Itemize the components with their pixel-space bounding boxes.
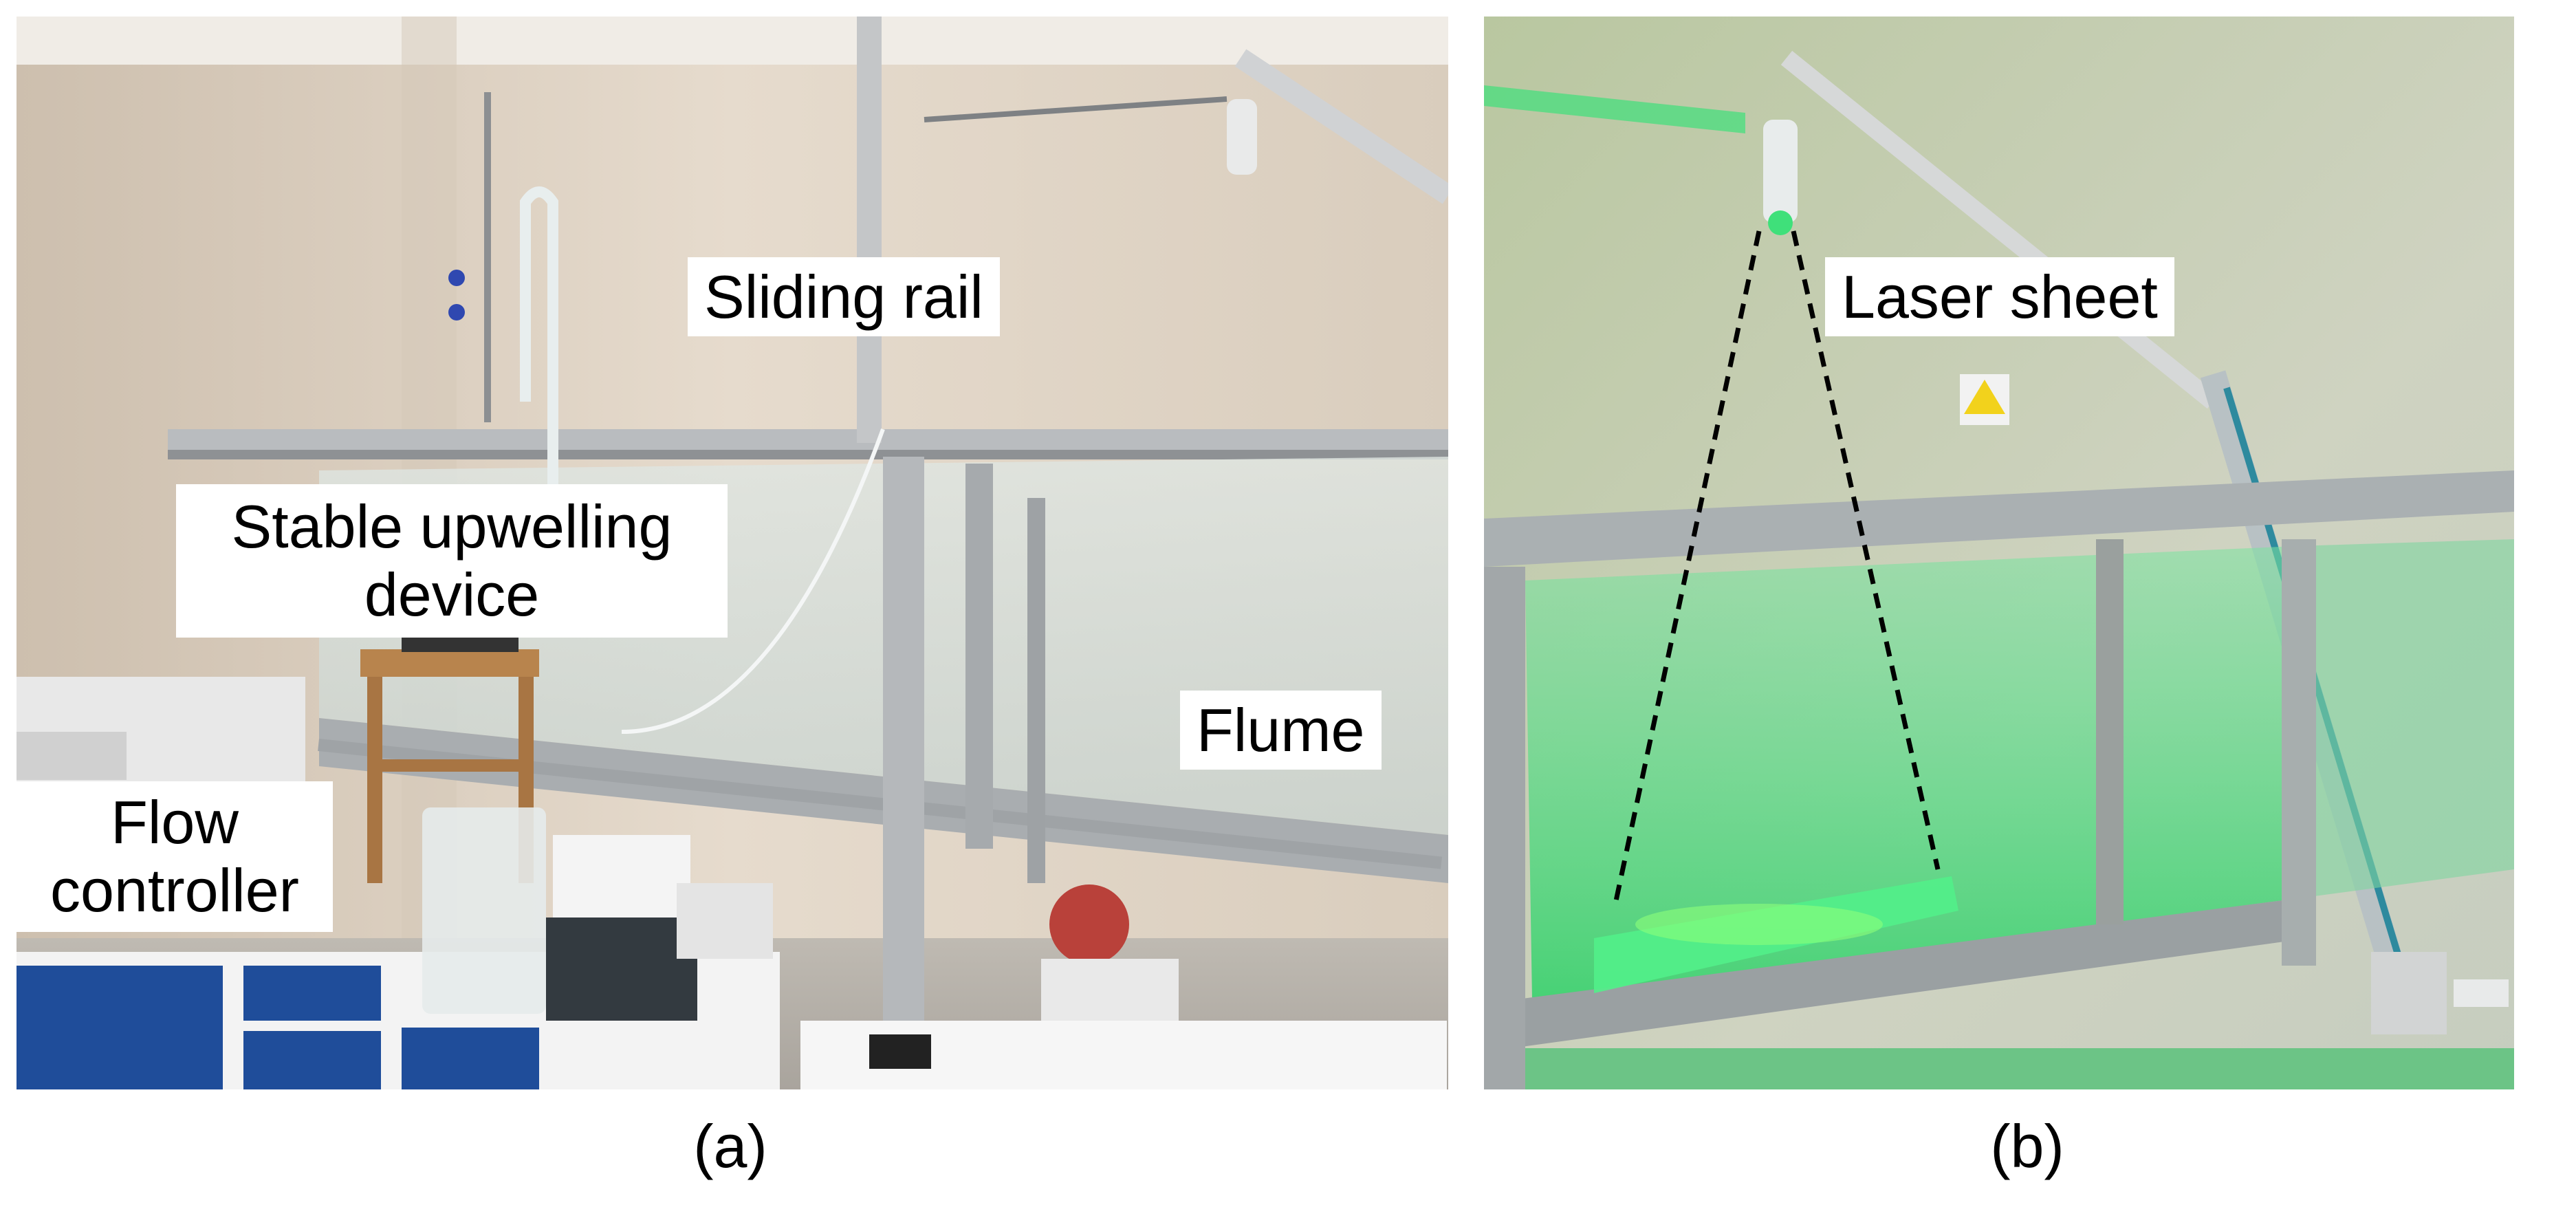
laser-sheet-label: Laser sheet xyxy=(1825,257,2174,337)
stable-upwelling-device-label: Stable upwelling device xyxy=(176,484,728,638)
sliding-rail-label: Sliding rail xyxy=(688,257,1000,337)
caption-a: (a) xyxy=(693,1112,767,1180)
photo-panel-a: Sliding rail Stable upwelling device Flu… xyxy=(17,17,1448,1089)
caption-b: (b) xyxy=(1990,1112,2064,1180)
laser-setup-photo xyxy=(1484,17,2514,1089)
flume-label: Flume xyxy=(1180,691,1382,770)
flow-controller-label: Flow controller xyxy=(17,781,333,932)
lab-setup-photo xyxy=(17,17,1448,1089)
photo-panel-b: Laser sheet xyxy=(1484,17,2514,1089)
